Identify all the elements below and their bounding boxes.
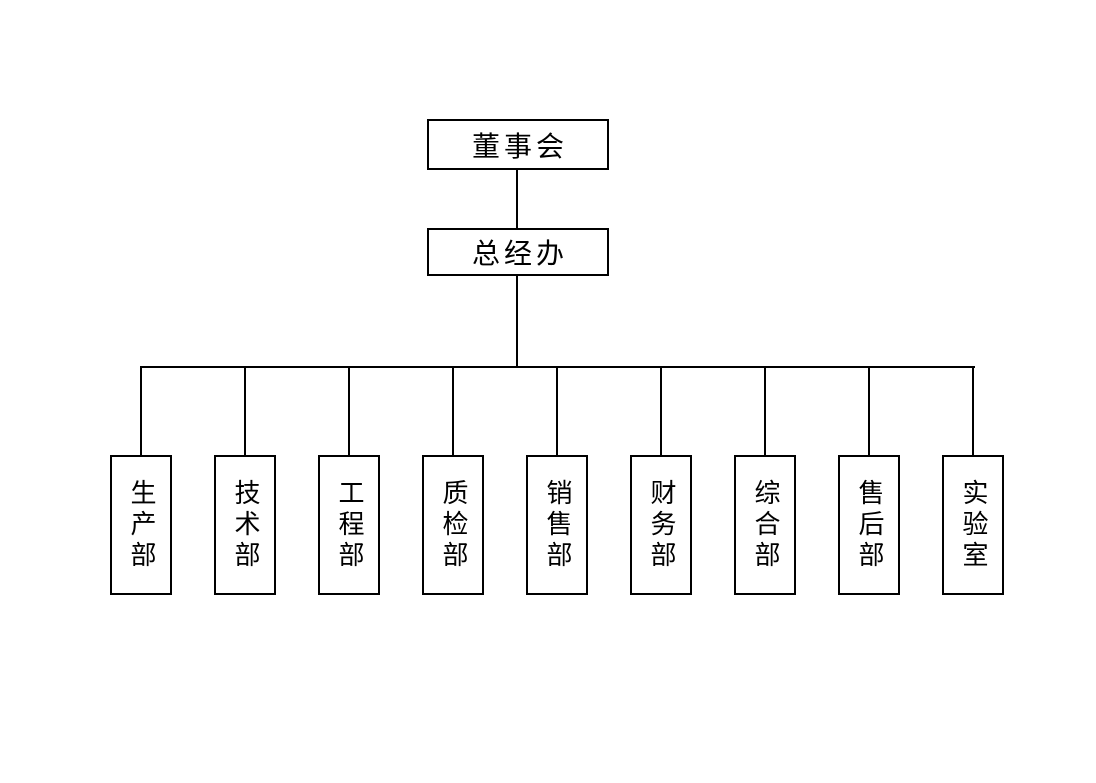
connector-root-to-level2 xyxy=(516,169,518,229)
org-box-quality-dept-label: 质检部 xyxy=(439,478,468,572)
org-box-engineering-dept: 工程部 xyxy=(318,455,380,595)
org-box-board-label: 董事会 xyxy=(471,131,568,163)
org-box-technology-dept: 技术部 xyxy=(214,455,276,595)
org-box-finance-dept: 财务部 xyxy=(630,455,692,595)
org-box-engineering-dept-label: 工程部 xyxy=(335,478,364,572)
connector-drop-finance xyxy=(660,366,662,456)
org-box-gm-office: 总经办 xyxy=(427,228,609,276)
org-box-after-sales-dept-label: 售后部 xyxy=(855,478,884,572)
connector-drop-engineering xyxy=(348,366,350,456)
org-box-quality-dept: 质检部 xyxy=(422,455,484,595)
connector-drop-after-sales xyxy=(868,366,870,456)
org-box-production-dept-label: 生产部 xyxy=(127,478,156,572)
connector-drop-laboratory xyxy=(972,366,974,456)
org-box-production-dept: 生产部 xyxy=(110,455,172,595)
org-box-laboratory-label: 实验室 xyxy=(959,478,988,572)
org-box-board: 董事会 xyxy=(427,119,609,170)
org-box-finance-dept-label: 财务部 xyxy=(647,478,676,572)
org-box-sales-dept-label: 销售部 xyxy=(543,478,572,572)
connector-drop-sales xyxy=(556,366,558,456)
org-box-general-affairs-dept: 综合部 xyxy=(734,455,796,595)
connector-drop-technology xyxy=(244,366,246,456)
connector-drop-quality xyxy=(452,366,454,456)
connector-drop-production xyxy=(140,366,142,456)
org-box-sales-dept: 销售部 xyxy=(526,455,588,595)
connector-drop-general-affairs xyxy=(764,366,766,456)
org-box-technology-dept-label: 技术部 xyxy=(231,478,260,572)
org-box-after-sales-dept: 售后部 xyxy=(838,455,900,595)
org-box-general-affairs-dept-label: 综合部 xyxy=(751,478,780,572)
connector-gm-office-to-bus xyxy=(516,275,518,368)
org-box-laboratory: 实验室 xyxy=(942,455,1004,595)
org-box-gm-office-label: 总经办 xyxy=(471,239,568,270)
